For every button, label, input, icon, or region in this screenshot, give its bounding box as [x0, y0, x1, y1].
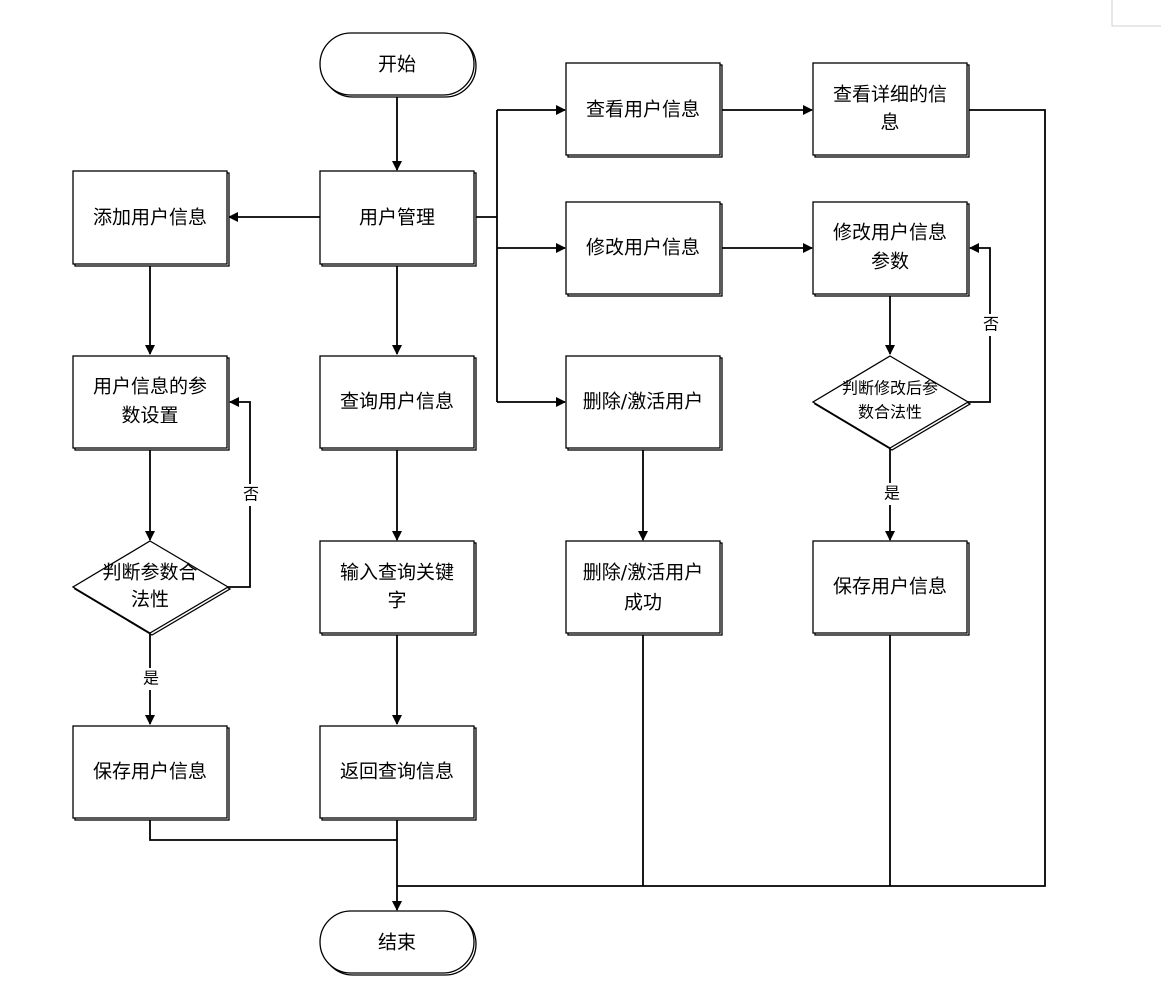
add-save-label: 保存用户信息: [93, 761, 207, 783]
query-keyword-label-2: 字: [387, 590, 406, 612]
edit-check-node: 判断修改后参 数合法性: [811, 355, 972, 451]
view-detail-label-1: 查看详细的信: [833, 84, 947, 106]
delete-user-label: 删除/激活用户: [583, 391, 703, 413]
add-user-node: 添加用户信息: [72, 170, 230, 267]
query-return-label: 返回查询信息: [340, 761, 454, 783]
edge-detail-end: [397, 109, 1046, 887]
edges: [145, 94, 1046, 911]
edge-label-add-yes: 是: [143, 669, 159, 688]
end-label: 结束: [378, 932, 416, 954]
corner-mark: [1111, 0, 1161, 27]
edit-params-label-2: 参数: [871, 251, 909, 273]
query-user-label: 查询用户信息: [340, 391, 454, 413]
add-params-label-2: 数设置: [121, 405, 178, 427]
start-label: 开始: [378, 54, 416, 76]
edit-params-node: 修改用户信息 参数: [812, 201, 970, 297]
delete-success-label-2: 成功: [624, 592, 662, 614]
add-save-node: 保存用户信息: [72, 725, 230, 821]
edit-check-label-2: 数合法性: [858, 403, 922, 422]
query-keyword-node: 输入查询关键 字: [319, 540, 477, 636]
edge-label-edit-yes: 是: [884, 484, 900, 503]
add-user-label: 添加用户信息: [93, 207, 207, 229]
edit-save-node: 保存用户信息: [812, 540, 970, 636]
start-node: 开始: [319, 32, 477, 98]
edit-save-label: 保存用户信息: [833, 576, 947, 598]
add-check-label-1: 判断参数合: [102, 562, 197, 584]
query-keyword-label-1: 输入查询关键: [340, 562, 454, 584]
add-params-node: 用户信息的参 数设置: [72, 355, 230, 451]
edit-params-label-1: 修改用户信息: [833, 222, 947, 244]
edit-user-node: 修改用户信息: [565, 201, 723, 297]
view-user-label: 查看用户信息: [586, 99, 700, 121]
user-mgmt-label: 用户管理: [359, 207, 435, 229]
delete-success-node: 删除/激活用户 成功: [565, 540, 723, 636]
delete-success-label-1: 删除/激活用户: [583, 562, 703, 584]
add-check-label-2: 法性: [131, 589, 169, 611]
edge-label-add-no: 否: [243, 485, 259, 504]
edit-check-label-1: 判断修改后参: [842, 379, 938, 398]
add-check-node: 判断参数合 法性: [71, 540, 232, 636]
query-return-node: 返回查询信息: [319, 725, 477, 821]
edge-save-end: [149, 818, 397, 841]
view-user-node: 查看用户信息: [565, 62, 723, 158]
view-detail-node: 查看详细的信 息: [812, 62, 970, 158]
delete-user-node: 删除/激活用户: [565, 355, 723, 451]
view-detail-label-2: 息: [880, 112, 899, 134]
edge-label-edit-no: 否: [983, 315, 999, 334]
query-user-node: 查询用户信息: [319, 355, 477, 451]
edit-user-label: 修改用户信息: [586, 237, 700, 259]
end-node: 结束: [319, 910, 477, 976]
add-params-label-1: 用户信息的参: [93, 376, 207, 398]
user-mgmt-node: 用户管理: [319, 170, 477, 267]
